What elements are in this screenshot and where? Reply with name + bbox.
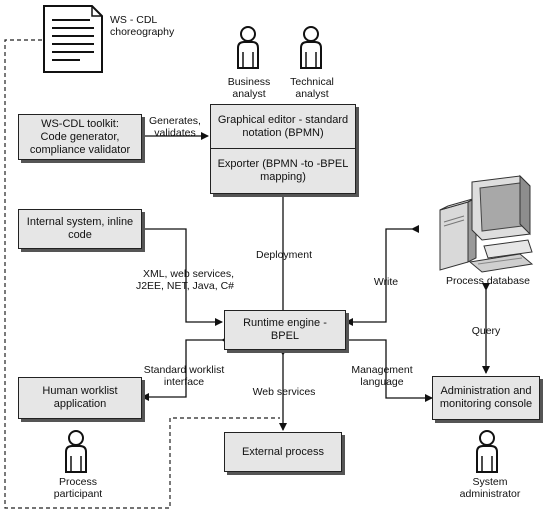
choreography-label: WS - CDL choreography bbox=[110, 14, 175, 38]
connector-management bbox=[339, 336, 433, 402]
web-services-label: Web services bbox=[252, 386, 316, 398]
document-icon bbox=[43, 5, 103, 73]
choreography-boundary bbox=[4, 39, 280, 509]
write-label: Write bbox=[373, 276, 399, 288]
connector-worklist bbox=[141, 336, 229, 401]
business-analyst-label: Business analyst bbox=[227, 76, 271, 100]
person-icon bbox=[237, 26, 259, 69]
person-icon bbox=[300, 26, 322, 69]
exporter-box: Exporter (BPMN -to -BPEL mapping) bbox=[210, 148, 356, 194]
connector-write bbox=[345, 225, 419, 326]
ws-cdl-toolkit-box: WS-CDL toolkit: Code generator, complian… bbox=[18, 114, 142, 160]
human-worklist-box: Human worklist application bbox=[18, 377, 142, 419]
computer-icon bbox=[439, 174, 534, 273]
system-administrator-label: System administrator bbox=[459, 476, 521, 500]
generates-label: Generates, validates bbox=[149, 115, 201, 139]
process-database-label: Process database bbox=[445, 275, 531, 287]
xml-web-services-label: XML, web services, J2EE, NET, Java, C# bbox=[135, 268, 234, 292]
process-participant-label: Process participant bbox=[53, 476, 103, 500]
deployment-label: Deployment bbox=[255, 249, 313, 261]
graphical-editor-box: Graphical editor - standard notation (BP… bbox=[210, 104, 356, 150]
person-icon bbox=[65, 430, 87, 473]
external-process-box: External process bbox=[224, 432, 342, 472]
internal-system-box: Internal system, inline code bbox=[18, 209, 142, 249]
management-language-label: Management language bbox=[351, 364, 413, 388]
query-label: Query bbox=[471, 325, 501, 337]
standard-worklist-label: Standard worklist interface bbox=[143, 364, 225, 388]
person-icon bbox=[476, 430, 498, 473]
administration-console-box: Administration and monitoring console bbox=[432, 376, 540, 420]
connector-internal bbox=[135, 225, 223, 326]
runtime-engine-box: Runtime engine - BPEL bbox=[224, 310, 346, 350]
technical-analyst-label: Technical analyst bbox=[290, 76, 334, 100]
